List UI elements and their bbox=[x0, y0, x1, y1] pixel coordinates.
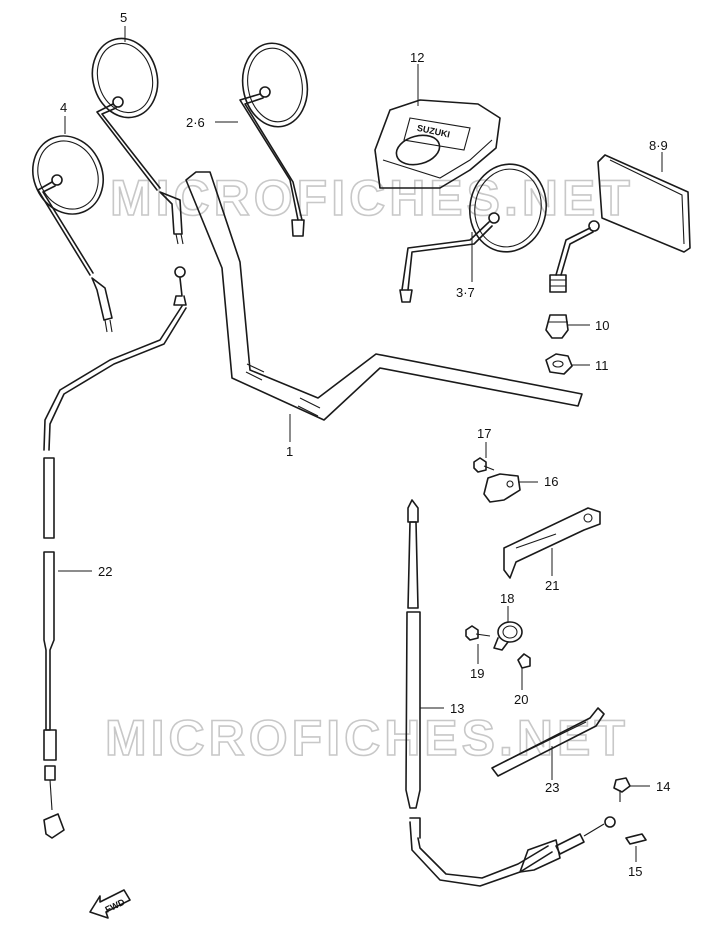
adjuster-part-14 bbox=[613, 777, 631, 802]
mirror-part-2-6 bbox=[239, 42, 309, 237]
label-4: 4 bbox=[60, 100, 67, 115]
label-11: 11 bbox=[595, 358, 609, 373]
bolt-part-17 bbox=[473, 457, 495, 473]
handlebar-part-1 bbox=[185, 171, 583, 421]
mirror-part-5 bbox=[91, 37, 184, 245]
label-13: 13 bbox=[450, 701, 464, 716]
fwd-arrow: FWD bbox=[89, 889, 131, 919]
nut-part-20 bbox=[517, 653, 531, 669]
cable-part-13 bbox=[405, 499, 616, 887]
pin-part-15 bbox=[625, 833, 647, 845]
leader-lines bbox=[58, 26, 663, 862]
label-14: 14 bbox=[656, 779, 670, 794]
label-22: 22 bbox=[98, 564, 112, 579]
label-10: 10 bbox=[595, 318, 609, 333]
label-3-7: 3·7 bbox=[456, 285, 475, 300]
nut-part-11 bbox=[545, 353, 573, 375]
label-2-6: 2·6 bbox=[186, 115, 205, 130]
clamp-part-18 bbox=[493, 621, 523, 651]
label-12: 12 bbox=[410, 50, 424, 65]
label-21: 21 bbox=[545, 578, 559, 593]
label-17: 17 bbox=[477, 426, 491, 441]
label-8-9: 8·9 bbox=[649, 138, 668, 153]
label-1: 1 bbox=[286, 444, 293, 459]
clamp-part-16 bbox=[483, 473, 521, 503]
cable-part-22 bbox=[43, 266, 187, 839]
callout-labels: 5 4 2·6 12 8·9 3·7 10 11 1 17 16 21 22 1… bbox=[60, 10, 670, 879]
mirror-part-3-7 bbox=[399, 163, 547, 303]
watermark-bottom: MICROFICHES.NET bbox=[105, 710, 629, 766]
bracket-part-21 bbox=[503, 507, 601, 579]
strap-part-23 bbox=[491, 707, 605, 777]
label-20: 20 bbox=[514, 692, 528, 707]
mirror-part-4 bbox=[32, 135, 113, 333]
bolt-part-19 bbox=[465, 625, 491, 641]
label-15: 15 bbox=[628, 864, 642, 879]
cover-part-12: SUZUKI bbox=[374, 99, 501, 189]
label-5: 5 bbox=[120, 10, 127, 25]
label-23: 23 bbox=[545, 780, 559, 795]
label-19: 19 bbox=[470, 666, 484, 681]
watermark-top: MICROFICHES.NET bbox=[110, 170, 634, 226]
label-18: 18 bbox=[500, 591, 514, 606]
mirror-part-8-9 bbox=[549, 154, 691, 293]
adapter-part-10 bbox=[545, 314, 569, 339]
label-16: 16 bbox=[544, 474, 558, 489]
